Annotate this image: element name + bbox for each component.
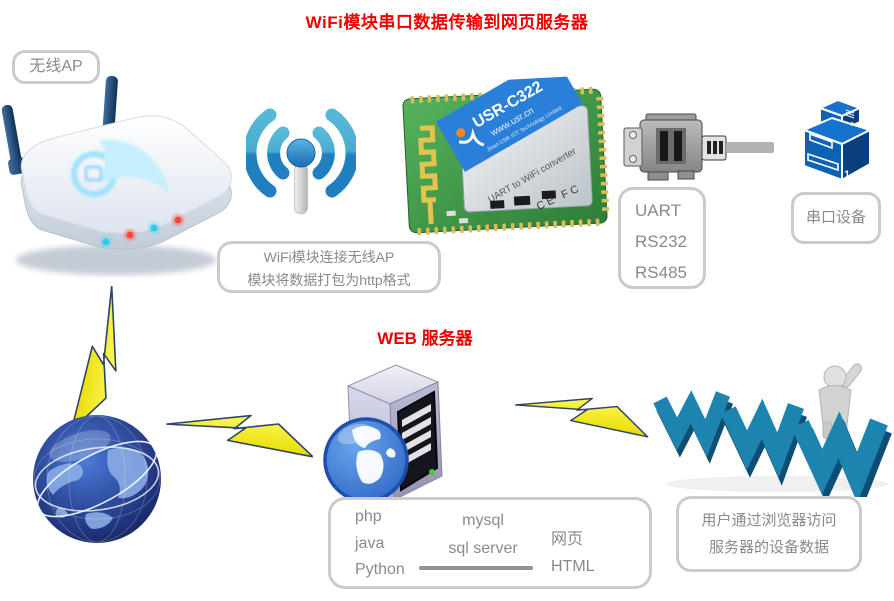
tech-mysql: mysql	[462, 512, 504, 529]
user-figure	[818, 363, 863, 440]
internet-globe-icon	[33, 415, 161, 543]
globe-orbit-rings	[34, 440, 160, 518]
serial-device-label: 串口设备	[791, 192, 881, 244]
wifi-bubble-line1: WiFi模块连接无线AP	[263, 249, 395, 265]
lightning-bolt-internet-to-server	[165, 414, 314, 458]
user-access-bubble: 用户通过浏览器访问 服务器的设备数据	[676, 496, 862, 572]
wireless-ap-label-text: 无线AP	[29, 58, 83, 75]
www-letters	[653, 390, 892, 497]
wireless-ap-label: 无线AP	[12, 50, 100, 84]
printer-icon: 1	[803, 99, 871, 181]
lightning-bolt-server-to-user	[514, 397, 649, 438]
svg-text:1: 1	[844, 169, 850, 181]
tech-divider-line	[419, 566, 533, 570]
interface-line-uart: UART	[635, 201, 681, 220]
module-antenna-trace	[418, 125, 438, 225]
interface-line-rs232: RS232	[635, 232, 687, 251]
router-logo-glow	[71, 139, 170, 197]
page-title: WiFi模块串口数据传输到网页服务器	[305, 13, 589, 32]
globe-continents	[46, 447, 149, 529]
serial-cable	[726, 142, 774, 153]
wifi-connect-bubble: WiFi模块连接无线AP 模块将数据打包为http格式	[217, 241, 441, 293]
router-leds	[100, 214, 184, 248]
router-shadow	[16, 245, 216, 275]
www-user-icon	[653, 363, 892, 497]
module-components	[446, 190, 557, 224]
db9-serial-connector-icon	[623, 113, 774, 181]
lightning-bolt-ap-to-internet	[70, 285, 117, 432]
wifi-center-dot	[286, 138, 316, 168]
wireless-router-icon	[1, 75, 232, 275]
interface-line-rs485: RS485	[635, 263, 687, 282]
interface-types-label: UART RS232 RS485	[618, 187, 706, 289]
wifi-waves	[246, 108, 356, 198]
server-globe	[323, 417, 409, 502]
wifi-bubble-line2: 模块将数据打包为http格式	[247, 272, 411, 288]
tech-sqlserver: sql server	[448, 540, 518, 557]
server-tech-label: php java Python mysql sql server 网页 HTML	[328, 497, 652, 589]
web-server-icon	[323, 364, 443, 502]
user-bubble-line2: 服务器的设备数据	[708, 539, 829, 556]
tech-languages: php java Python	[355, 508, 405, 578]
web-server-title: WEB 服务器	[377, 329, 473, 348]
usr-c322-module-photo: USR-C322 www.usr.cn Jinan USR IOT Techno…	[402, 74, 610, 236]
user-bubble-line1: 用户通过浏览器访问	[701, 512, 837, 529]
server-power-led	[429, 469, 435, 475]
tech-web: 网页 HTML	[551, 531, 595, 575]
wifi-signal-icon	[246, 108, 356, 215]
usr-logo-icon	[456, 128, 466, 138]
wifi-stem	[294, 163, 308, 215]
